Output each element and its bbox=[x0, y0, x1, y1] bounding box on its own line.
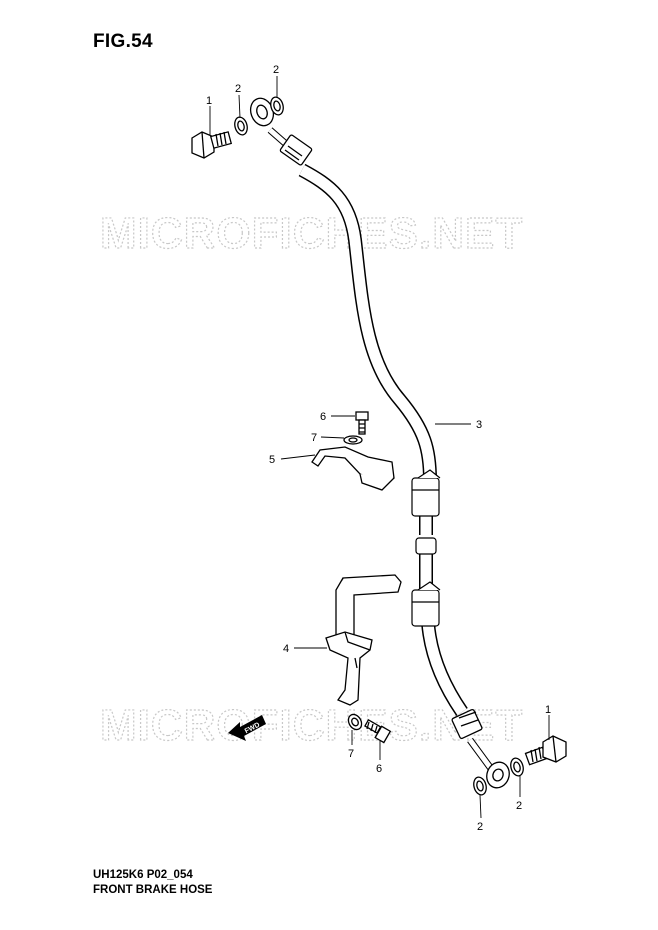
upper-washer-right bbox=[270, 96, 284, 116]
lower-washer-left bbox=[473, 776, 487, 796]
callout-part-6-clamp: 6 bbox=[320, 411, 326, 423]
callout-part-2-lower-right: 2 bbox=[516, 800, 522, 812]
lower-washer-right bbox=[510, 757, 524, 777]
callout-part-6-bracket: 6 bbox=[376, 763, 382, 775]
clamp-washer bbox=[343, 435, 363, 445]
callout-part-2-lower-left: 2 bbox=[477, 821, 483, 833]
bracket-washer bbox=[347, 713, 363, 731]
lower-union-bolt bbox=[524, 735, 567, 766]
watermark-upper: MICROFICHES.NET bbox=[100, 209, 523, 258]
lower-banjo-fitting bbox=[451, 708, 510, 789]
diagram-code: UH125K6 P02_054 bbox=[93, 869, 193, 881]
upper-washer-left bbox=[234, 116, 248, 136]
callout-part-1-lower: 1 bbox=[545, 704, 551, 716]
figure-title: FIG.54 bbox=[93, 31, 153, 52]
brake-hose bbox=[298, 163, 468, 716]
hose-sleeve-middle bbox=[415, 537, 437, 555]
hose-sleeve-upper bbox=[411, 469, 441, 517]
bracket-bolt bbox=[364, 719, 392, 744]
callout-part-7-bracket: 7 bbox=[348, 748, 354, 760]
clamp-bolt bbox=[355, 411, 369, 435]
callout-part-7-clamp: 7 bbox=[311, 432, 317, 444]
hose-clamp bbox=[311, 446, 395, 491]
upper-banjo-fitting bbox=[249, 97, 313, 166]
callout-part-4: 4 bbox=[283, 643, 289, 655]
diagram-name: FRONT BRAKE HOSE bbox=[93, 884, 213, 896]
callout-part-2-upper-left: 2 bbox=[235, 83, 241, 95]
hose-bracket bbox=[325, 574, 402, 706]
callout-part-3: 3 bbox=[476, 419, 482, 431]
callout-part-5: 5 bbox=[269, 454, 275, 466]
callout-part-1-upper: 1 bbox=[206, 95, 212, 107]
leader-lines bbox=[209, 76, 550, 819]
upper-union-bolt bbox=[191, 131, 233, 159]
callout-part-2-upper-right: 2 bbox=[273, 64, 279, 76]
hose-sleeve-lower bbox=[411, 581, 441, 627]
